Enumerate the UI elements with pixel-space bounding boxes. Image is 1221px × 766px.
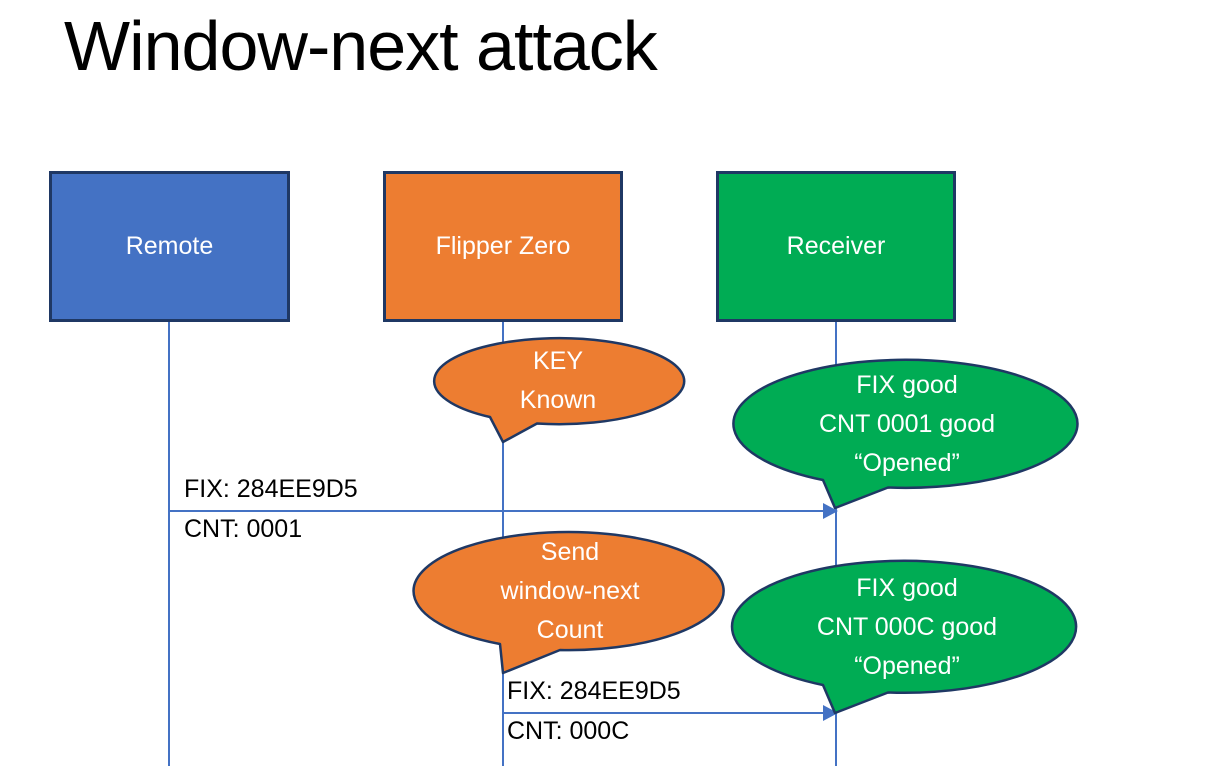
- actor-label-flipper-zero: Flipper Zero: [435, 232, 571, 260]
- speech-bubble-shape: [730, 559, 1078, 715]
- callout-line: Count: [536, 615, 604, 644]
- callout-line: “Opened”: [854, 448, 960, 477]
- callout-line: FIX good: [856, 573, 958, 602]
- speech-bubble-shape: [432, 336, 686, 444]
- callout-line: Send: [540, 537, 600, 566]
- callout-line: window-next: [500, 576, 640, 605]
- speech-bubble-shape: [732, 358, 1079, 510]
- callout-send-window-next: Send window-next Count: [412, 530, 729, 678]
- message-1-line: [169, 510, 825, 512]
- callout-key-known: KEY Known: [430, 336, 690, 448]
- message-1-label-cnt: CNT: 0001: [184, 515, 303, 543]
- actor-box-remote: Remote: [49, 171, 290, 322]
- slide-title: Window-next attack: [64, 7, 658, 85]
- callout-line: FIX good: [856, 370, 958, 399]
- callout-cnt-000c-opened: FIX good CNT 000C good “Opened”: [730, 559, 1083, 719]
- callout-line: CNT 000C good: [816, 612, 998, 641]
- message-2-label-fix: FIX: 284EE9D5: [507, 677, 681, 705]
- message-1-label-fix: FIX: 284EE9D5: [184, 475, 358, 503]
- callout-line: Known: [519, 386, 597, 414]
- actor-label-remote: Remote: [125, 232, 214, 260]
- callout-line: “Opened”: [854, 651, 960, 680]
- message-2-label-cnt: CNT: 000C: [507, 717, 630, 745]
- callout-cnt-0001-opened: FIX good CNT 0001 good “Opened”: [732, 358, 1083, 513]
- actor-box-flipper-zero: Flipper Zero: [383, 171, 623, 322]
- lifeline-remote: [168, 322, 170, 766]
- actor-box-receiver: Receiver: [716, 171, 956, 322]
- actor-label-receiver: Receiver: [786, 232, 886, 260]
- lifeline-receiver: [835, 322, 837, 766]
- speech-bubble-shape: [412, 530, 725, 675]
- message-2-line: [503, 712, 825, 714]
- callout-line: KEY: [532, 347, 584, 375]
- callout-line: CNT 0001 good: [818, 409, 996, 438]
